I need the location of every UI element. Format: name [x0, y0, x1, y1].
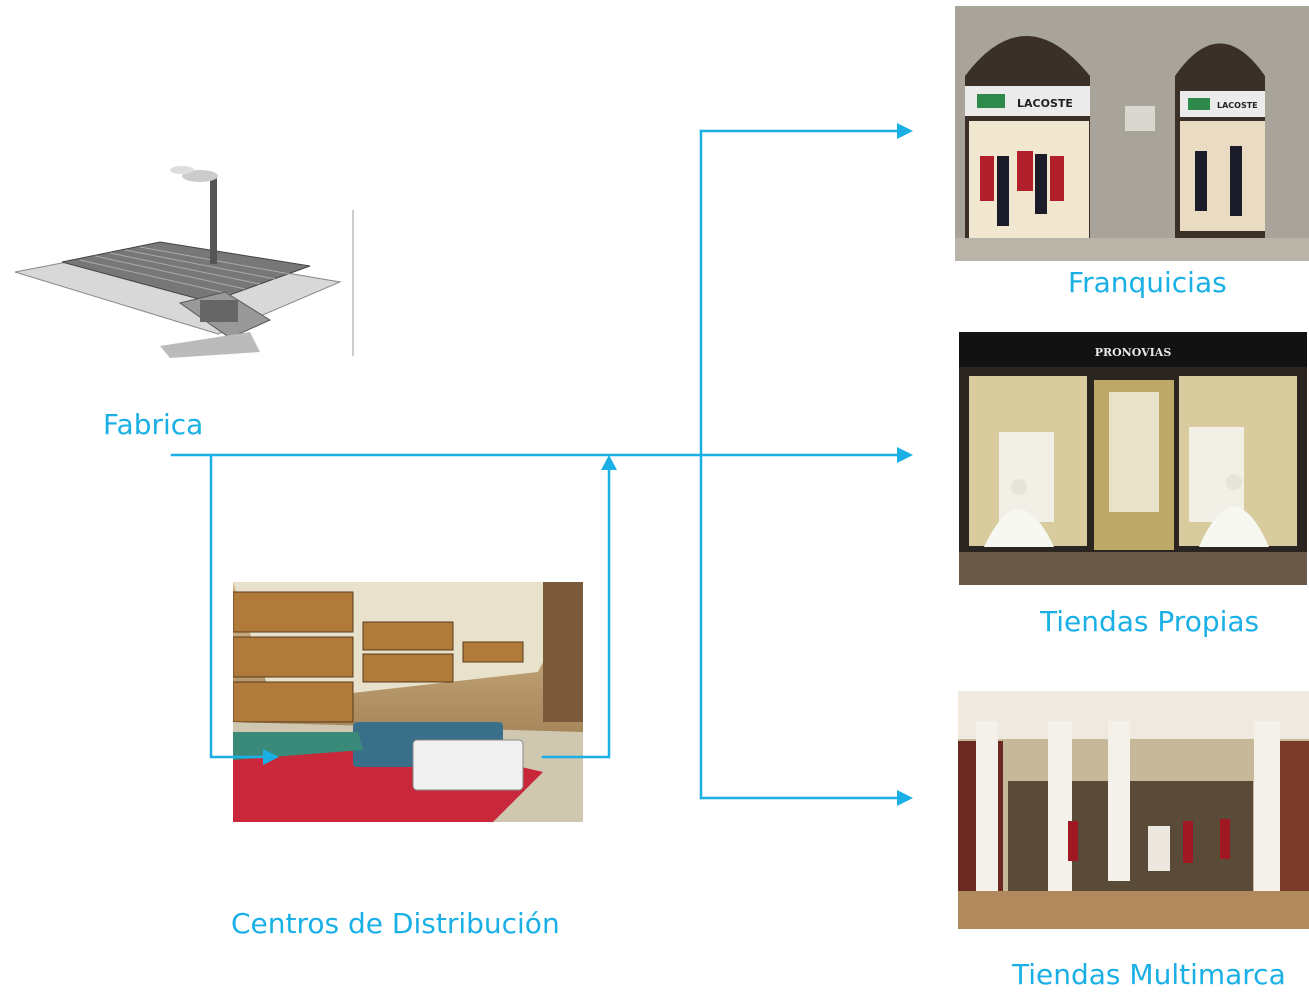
franchises-label: Franquicias: [1068, 266, 1227, 299]
own-store-sign-text: PRONOVIAS: [1095, 346, 1172, 359]
multibrand-store-image: [958, 691, 1309, 929]
factory-to-distribution-line: [209, 453, 270, 759]
arrow-to-multibrand: [897, 790, 913, 806]
distribution-label: Centros de Distribución: [231, 907, 560, 940]
arrow-into-distribution: [263, 749, 279, 765]
franchise-store-image: LACOSTE LACOSTE: [955, 6, 1309, 261]
own-store-image: PRONOVIAS: [959, 332, 1307, 585]
multibrand-label: Tiendas Multimarca: [1012, 958, 1286, 991]
factory-label: Fabrica: [103, 408, 204, 441]
franchise-sign-text: LACOSTE: [1017, 97, 1073, 110]
arrow-up-to-main: [601, 455, 617, 470]
franchise-sign-text-2: LACOSTE: [1217, 101, 1258, 110]
arrow-to-franchises: [897, 123, 913, 139]
factory-image: [10, 160, 355, 360]
own-stores-label: Tiendas Propias: [1040, 605, 1260, 638]
distribution-to-main-line: [541, 468, 611, 759]
distribution-center-image: [233, 582, 583, 822]
arrow-to-own-stores: [897, 447, 913, 463]
